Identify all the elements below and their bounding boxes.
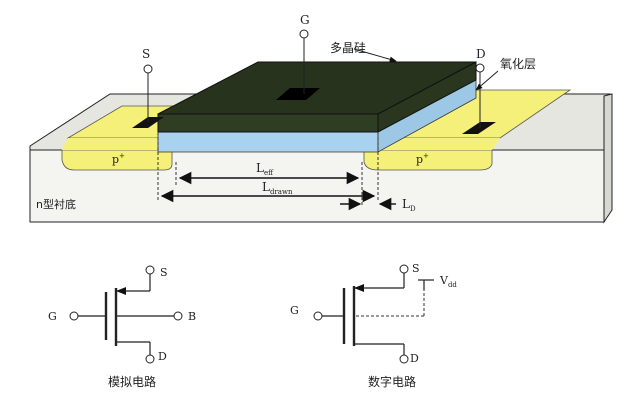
gate-label: G (300, 13, 310, 27)
analog-b-label: B (188, 310, 196, 323)
analog-caption: 模拟电路 (108, 374, 156, 389)
digital-drain-pin (399, 354, 409, 364)
p-drain-label: p+ (416, 152, 429, 166)
analog-drain-pin (145, 354, 155, 364)
digital-s-label: S (412, 262, 420, 275)
l-d-label: LD (402, 197, 416, 213)
source-label: S (142, 47, 150, 61)
oxide-label: 氧化层 (500, 57, 536, 71)
substrate-label: n型衬底 (36, 197, 76, 211)
analog-gate-pin (69, 311, 79, 321)
analog-bulk-pin (173, 311, 183, 321)
digital-symbol: G S Vdd D 数字电路 (290, 262, 457, 389)
gate-front-face (157, 113, 379, 133)
p-drain-front (363, 149, 493, 171)
l-drawn-label: Ldrawn (262, 180, 293, 196)
analog-g-label: G (48, 310, 57, 323)
analog-s-label: S (160, 266, 168, 279)
source-terminal-pin (143, 64, 153, 74)
gate-contact (276, 88, 320, 100)
analog-symbol: G S B D 模拟电路 (48, 265, 196, 389)
analog-source-pin (145, 265, 155, 275)
drain-label: D (476, 47, 486, 61)
digital-g-label: G (290, 304, 299, 317)
digital-d-label: D (410, 352, 419, 365)
substrate-right-face (603, 93, 613, 224)
p-source-label: p+ (112, 152, 125, 166)
p-source-front (61, 149, 173, 171)
gate-terminal-pin (299, 29, 309, 39)
oxide-front (157, 129, 379, 153)
vdd-label: Vdd (439, 274, 457, 289)
drain-terminal-pin (475, 63, 485, 73)
digital-source-pin (399, 264, 409, 274)
analog-d-label: D (158, 350, 167, 363)
drain-contact (462, 122, 496, 134)
digital-gate-pin (313, 311, 323, 321)
polysilicon-label: 多晶硅 (330, 41, 366, 55)
l-eff-label: Leff (256, 161, 274, 177)
gate-side-face (377, 61, 477, 133)
digital-caption: 数字电路 (368, 374, 416, 389)
source-contact (132, 117, 164, 128)
